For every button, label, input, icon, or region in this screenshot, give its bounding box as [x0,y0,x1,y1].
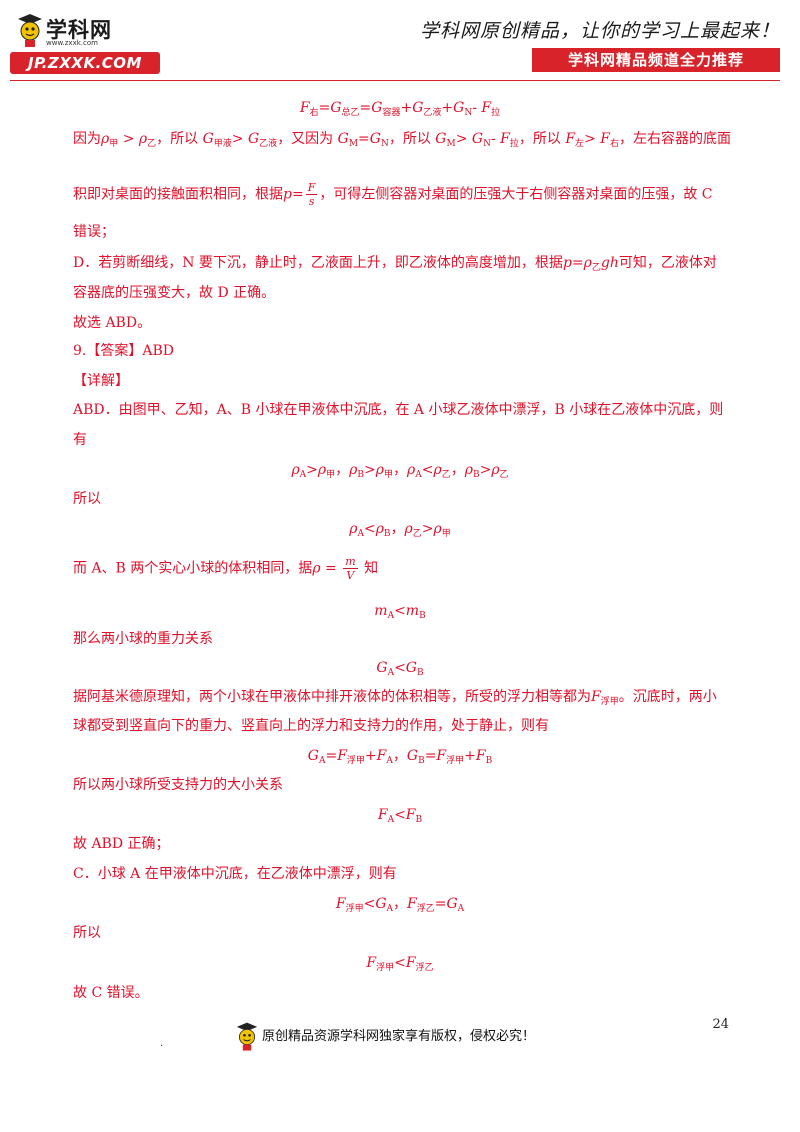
formula-weight: GA<GB [376,660,424,678]
text-line: 错误； [73,224,115,240]
text-line: 所以 [73,925,101,941]
text-line: D．若剪断细线，N 要下沉，静止时，乙液面上升，即乙液体的高度增加，根据p=ρ乙… [73,255,717,273]
mascot-icon [18,14,42,47]
footer-copyright: 原创精品资源学科网独家享有版权，侵权必究！ [262,1029,536,1044]
text-line: C．小球 A 在甲液体中沉底，在乙液体中漂浮，则有 [73,866,397,882]
logo-url: www.zxxk.com [46,39,98,47]
text-line: 故 ABD 正确； [73,836,170,852]
page-header: 学科网 www.zxxk.com JP.ZXXK.COM 学科网原创精品，让你的… [0,0,800,85]
text-line: ABD．由图甲、乙知，A、B 小球在甲液体中沉底，在 A 小球乙液体中漂浮，B … [73,402,724,418]
text-line: 故选 ABD。 [73,315,152,331]
detail-heading: 【详解】 [73,373,129,389]
header-divider [10,80,780,81]
formula-support: FA<FB [377,807,423,825]
text-line: 因为ρ甲 > ρ乙，所以 G甲液> G乙液，又因为 GM=GN，所以 GM> G… [73,131,731,149]
header-slogan: 学科网原创精品，让你的学习上最起来！ [419,20,780,42]
formula-buoyancy: F浮甲<GA，F浮乙=GA [335,896,465,914]
text-line: 所以 [73,491,101,507]
text-line: 那么两小球的重力关系 [73,631,213,647]
text-line: 所以两小球所受支持力的大小关系 [73,777,283,793]
text-line: 有 [73,432,87,448]
text-line: 容器底的压强变大，故 D 正确。 [73,285,276,301]
page-number: 24 [712,1017,729,1032]
formula-balance: GA=F浮甲+FA，GB=F浮甲+FB [307,748,493,766]
formula-f-right: F右=G总乙=G容器+G乙液+GN- F拉 [299,100,501,118]
page-footer: . 原创精品资源学科网独家享有版权，侵权必究！ [0,1022,800,1052]
footer-dot: . [160,1038,164,1049]
formula-mass: mA<mB [374,603,426,621]
text-line: 球都受到竖直向下的重力、竖直向上的浮力和支持力的作用，处于静止，则有 [73,718,549,734]
logo-site: JP.ZXXK.COM [10,52,160,74]
answer-heading: 9.【答案】ABD [73,343,174,359]
text-line: 据阿基米德原理知，两个小球在甲液体中排开液体的体积相等，所受的浮力相等都为F浮甲… [73,689,717,707]
formula-density: ρA>ρ甲，ρB>ρ甲，ρA<ρ乙，ρB>ρ乙 [291,462,509,480]
header-tagline: 学科网精品频道全力推荐 [532,48,780,72]
mascot-icon [236,1022,258,1051]
formula-buoyancy-compare: F浮甲<F浮乙 [366,955,434,973]
formula-density-2: ρA<ρB，ρ乙>ρ甲 [349,521,451,539]
text-line: 故 C 错误。 [73,985,149,1001]
logo-name: 学科网 [46,18,112,42]
